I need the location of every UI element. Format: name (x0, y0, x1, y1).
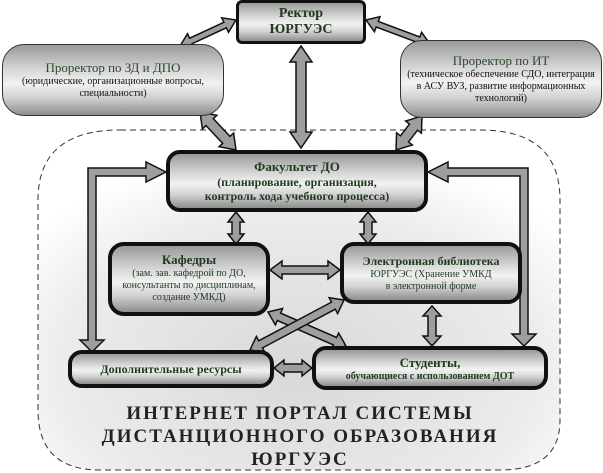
rector-org: ЮРГУЭС (269, 22, 333, 37)
prorector-it-title: Проректор по ИТ (452, 53, 550, 68)
prorector-it-subtitle: (техническое обеспечение СДО, интеграция… (407, 69, 595, 104)
faculty-subtitle-1: (планирование, организация, (217, 175, 377, 189)
library-subtitle-2: в электронной форме (385, 280, 477, 292)
library-title: Электронная библиотека (362, 253, 500, 268)
departments-title: Кафедры (161, 252, 217, 267)
prorector-zd-subtitle: (юридические, организационные вопросы, с… (21, 76, 204, 99)
library-box: Электронная библиотека ЮРГУЭС (Хранение … (340, 242, 522, 304)
portal-line-3: ЮРГУЭС (251, 449, 349, 470)
rector-title: Ректор (278, 6, 324, 21)
students-subtitle: обучающиеся с использованием ДОТ (345, 370, 515, 382)
library-subtitle-1: ЮРГУЭС (Хранение УМКД (370, 268, 492, 280)
students-title: Студенты, (399, 354, 461, 370)
faculty-subtitle-2: контроль хода учебного процесса) (204, 189, 390, 203)
faculty-box: Факультет ДО (планирование, организация,… (166, 150, 428, 212)
portal-line-2: ДИСТАНЦИОННОГО ОБРАЗОВАНИЯ (101, 426, 499, 447)
resources-box: Дополнительные ресурсы (68, 350, 274, 388)
students-box: Студенты, обучающиеся с использованием Д… (312, 346, 548, 390)
portal-line-1: ИНТЕРНЕТ ПОРТАЛ СИСТЕМЫ (126, 403, 474, 424)
prorector-zd-box: Проректор по ЗД и ДПО (юридические, орга… (2, 44, 224, 116)
departments-box: Кафедры (зам. зав. кафедрой по ДО, консу… (108, 242, 270, 316)
arrow-rector-faculty (288, 44, 314, 150)
resources-title: Дополнительные ресурсы (100, 361, 242, 376)
departments-subtitle: (зам. зав. кафедрой по ДО, консультанты … (122, 268, 256, 303)
prorector-zd-title: Проректор по ЗД и ДПО (45, 60, 181, 75)
faculty-title: Факультет ДО (254, 159, 340, 174)
rector-box: Ректор ЮРГУЭС (236, 0, 366, 44)
portal-caption: ИНТЕРНЕТ ПОРТАЛ СИСТЕМЫ ДИСТАНЦИОННОГО О… (70, 402, 530, 471)
prorector-it-box: Проректор по ИТ (техническое обеспечение… (400, 40, 602, 118)
